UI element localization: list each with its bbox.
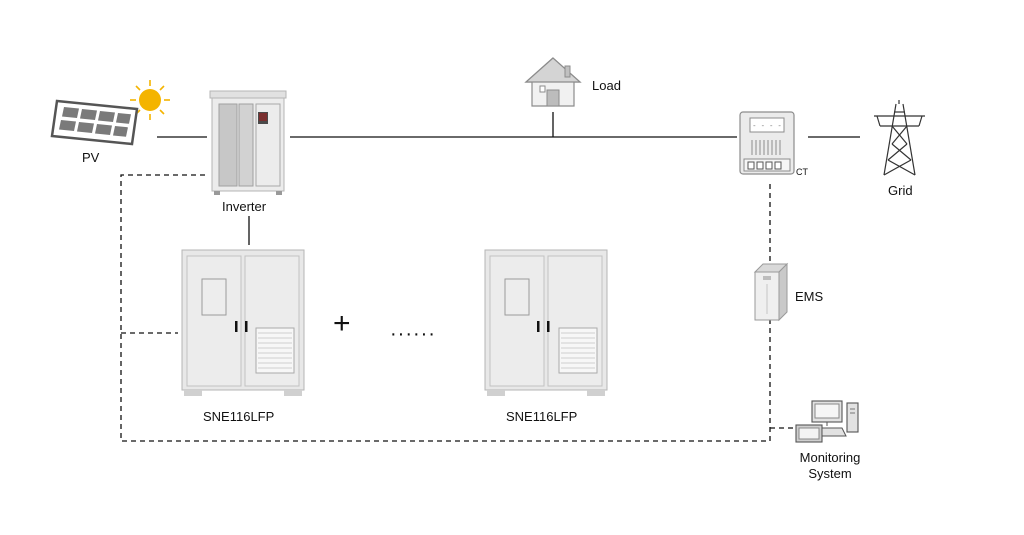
monitoring-label-line1: Monitoring bbox=[799, 450, 861, 465]
battery-label: SNE116LFP bbox=[203, 409, 275, 424]
battery-cabinet-icon bbox=[181, 249, 305, 396]
inverter-label: Inverter bbox=[222, 199, 267, 214]
power-lines bbox=[157, 112, 860, 245]
battery-label: SNE116LFP bbox=[506, 409, 578, 424]
computer-icon bbox=[795, 400, 859, 443]
house-icon bbox=[524, 57, 582, 107]
pv-label: PV bbox=[82, 150, 100, 165]
server-tower-icon bbox=[753, 262, 789, 322]
solar-panel-icon bbox=[50, 99, 139, 146]
ct-label: CT bbox=[796, 167, 808, 177]
inverter-cabinet-icon bbox=[209, 90, 287, 195]
battery-cabinet-icon bbox=[484, 249, 608, 396]
monitoring-label-line2: System bbox=[808, 466, 852, 481]
transmission-tower-icon bbox=[874, 100, 925, 176]
ems-label: EMS bbox=[795, 289, 824, 304]
load-label: Load bbox=[592, 78, 621, 93]
sun-icon bbox=[130, 80, 170, 120]
energy-meter-icon: - - - - bbox=[739, 111, 795, 175]
svg-text:- - - -: - - - - bbox=[752, 123, 781, 131]
monitoring-label: Monitoring System bbox=[790, 450, 870, 482]
communication-lines bbox=[120, 174, 793, 442]
ellipsis: ······ bbox=[390, 323, 436, 345]
grid-label: Grid bbox=[888, 183, 913, 198]
plus-sign: + bbox=[333, 307, 351, 340]
